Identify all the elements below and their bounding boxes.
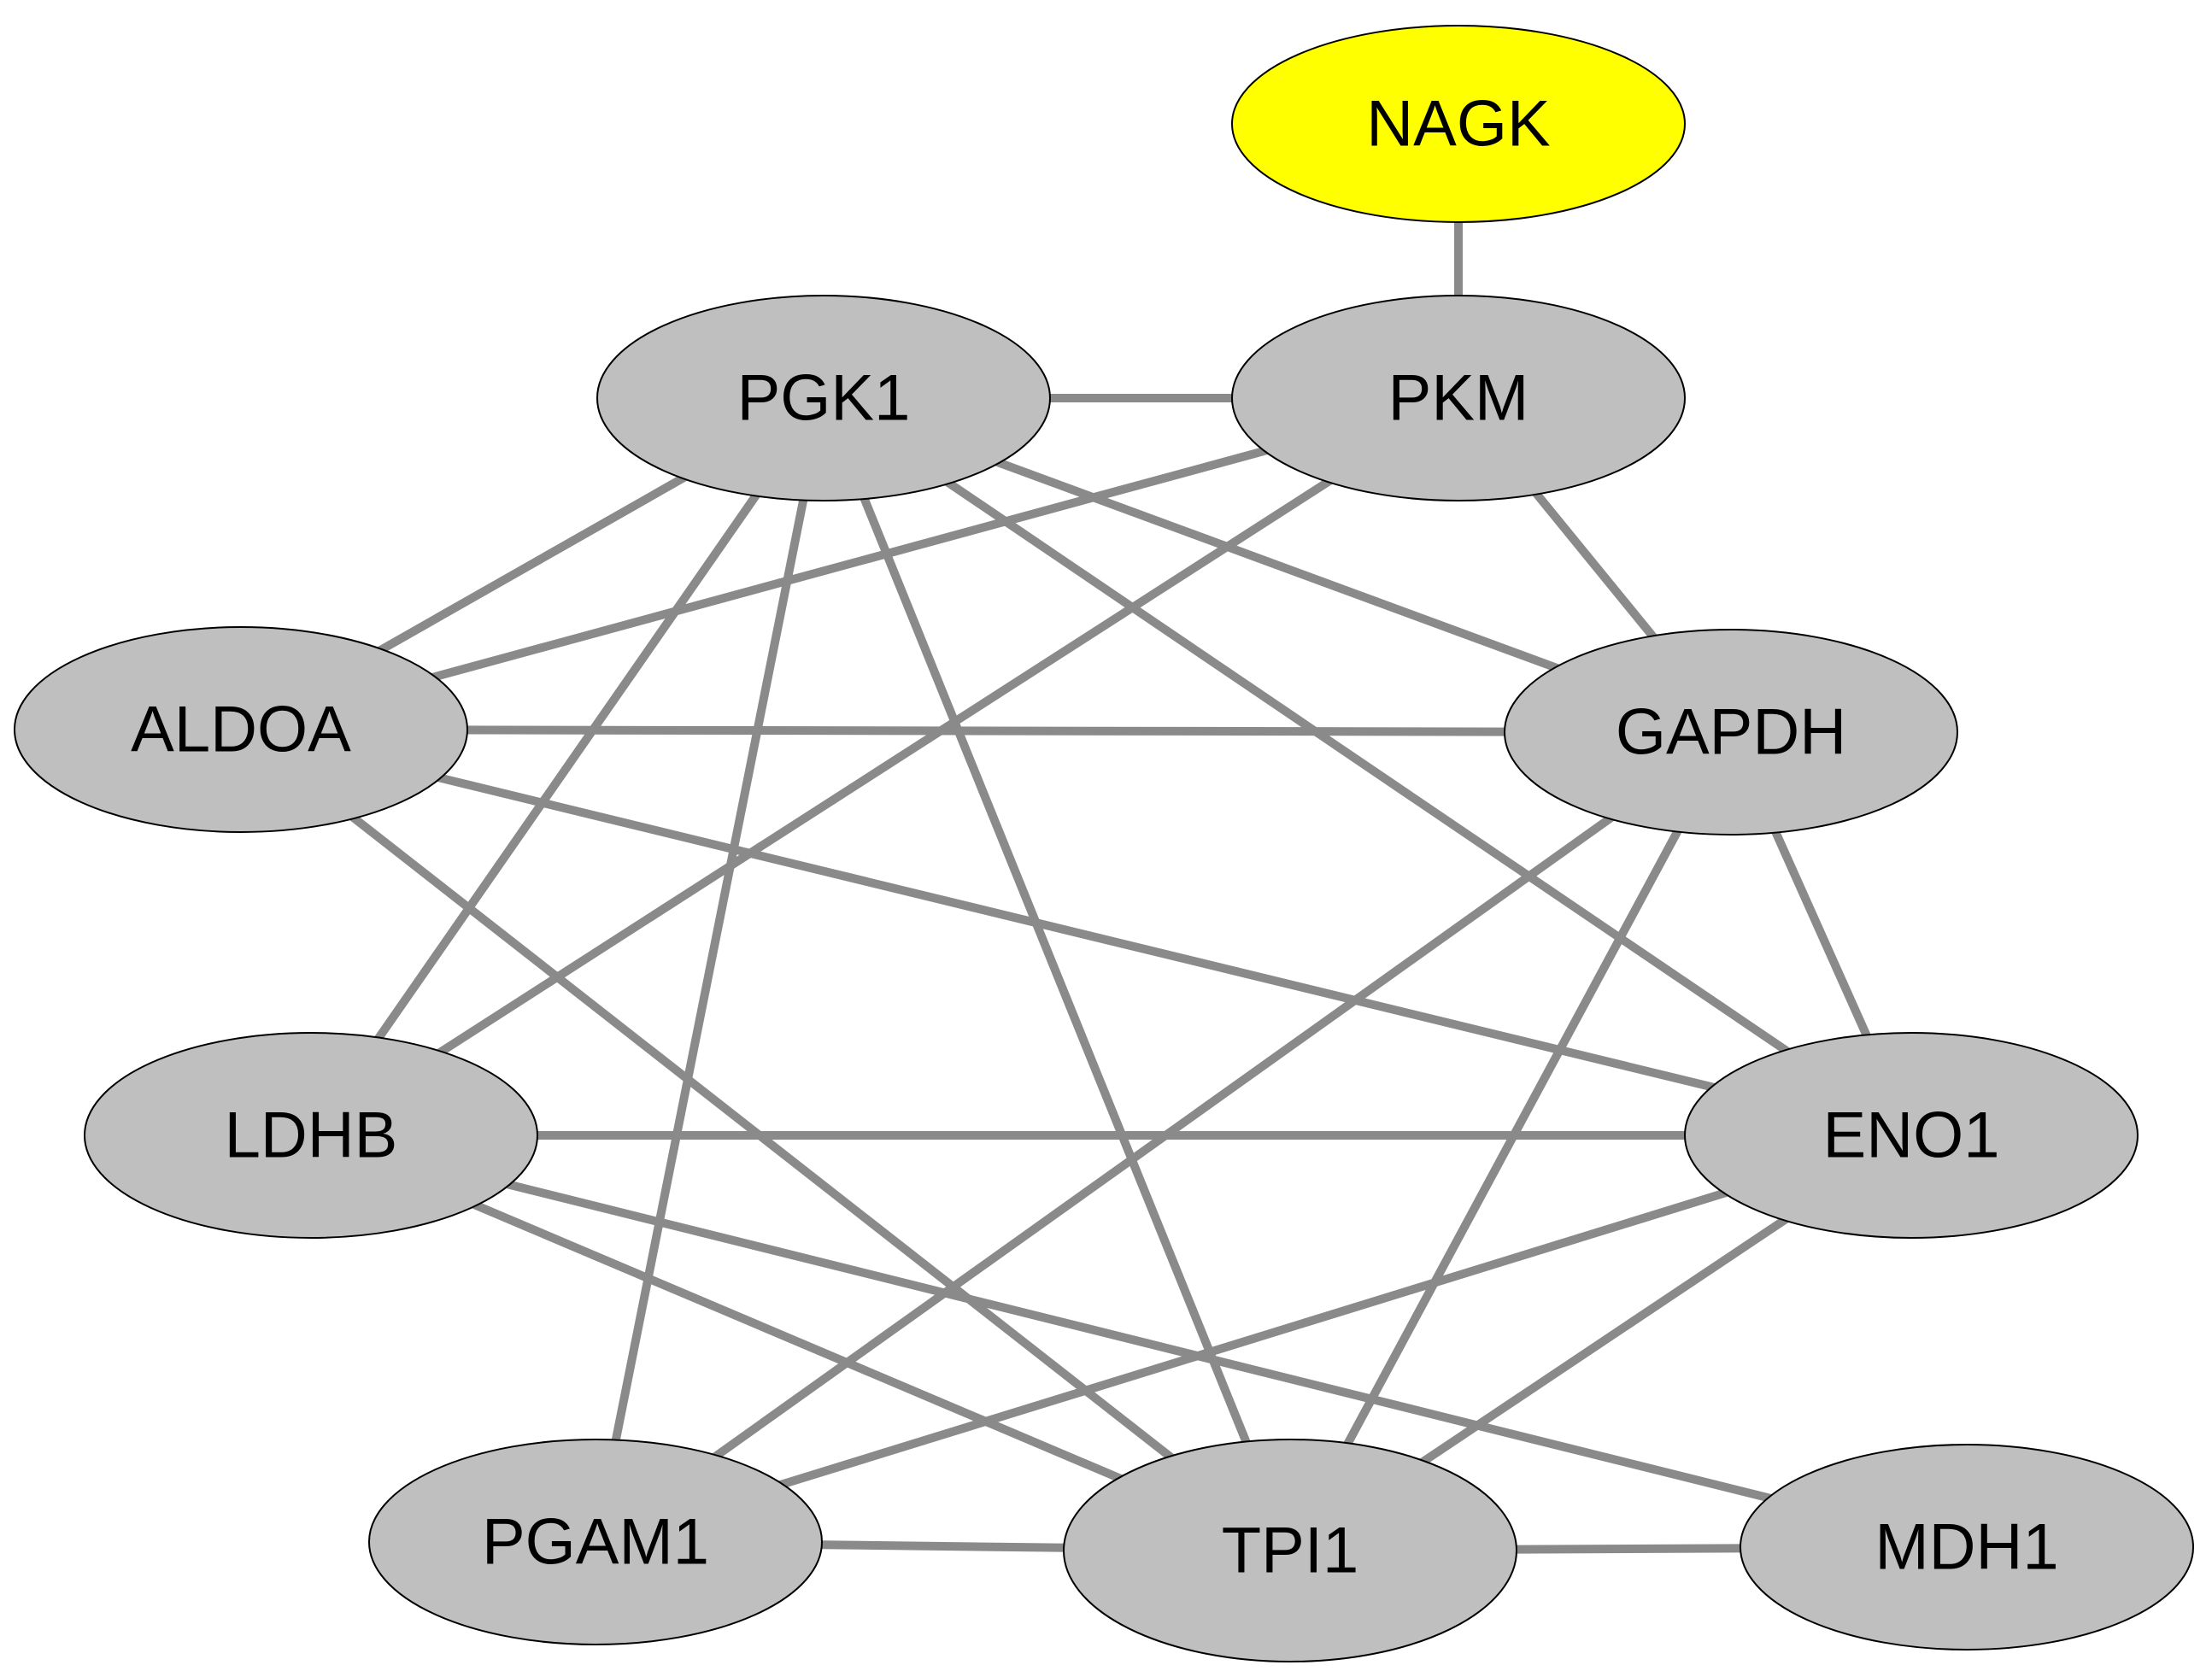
node-nagk-label: NAGK [1366, 88, 1550, 161]
node-gapdh-label: GAPDH [1616, 696, 1846, 769]
node-tpi1-label: TPI1 [1222, 1515, 1359, 1587]
node-pkm: PKM [1231, 295, 1686, 501]
node-eno1-ellipse [1684, 1032, 2139, 1239]
node-ldhb-label: LDHB [225, 1099, 398, 1172]
node-pgam1-label: PGAM1 [482, 1506, 709, 1579]
edge-ldhb-mdh1 [309, 1131, 1969, 1551]
node-pgam1-ellipse [368, 1439, 823, 1645]
edge-aldoa-gapdh [240, 725, 1732, 736]
node-ldhb-ellipse [84, 1032, 538, 1239]
node-eno1: ENO1 [1684, 1032, 2139, 1239]
edge-aldoa-eno1 [239, 725, 1913, 1140]
node-pgam1: PGAM1 [368, 1439, 823, 1645]
node-tpi1: TPI1 [1063, 1439, 1517, 1662]
node-nagk: NAGK [1231, 25, 1686, 223]
node-pkm-ellipse [1231, 295, 1686, 501]
node-pgk1-label: PGK1 [737, 362, 911, 435]
edge-aldoa-tpi1 [238, 726, 1294, 1554]
node-mdh1-label: MDH1 [1875, 1511, 2058, 1584]
node-gapdh: GAPDH [1504, 629, 1958, 836]
node-pgk1: PGK1 [596, 295, 1051, 501]
node-aldoa-ellipse [14, 626, 468, 833]
node-nagk-ellipse [1231, 25, 1686, 223]
node-tpi1-ellipse [1063, 1439, 1517, 1662]
edge-eno1-pgam1 [594, 1131, 1913, 1546]
edge-gapdh-tpi1 [1286, 730, 1735, 1553]
node-aldoa: ALDOA [14, 626, 468, 833]
edge-pgk1-pgam1 [591, 397, 828, 1543]
node-pkm-label: PKM [1388, 362, 1529, 435]
edge-pkm-aldoa [239, 394, 1460, 734]
node-aldoa-label: ALDOA [131, 694, 351, 766]
node-pgk1-ellipse [596, 295, 1051, 501]
node-mdh1: MDH1 [1740, 1444, 2194, 1650]
node-eno1-label: ENO1 [1823, 1099, 2000, 1172]
edges-layer [238, 124, 1969, 1555]
edge-pgk1-tpi1 [819, 396, 1294, 1552]
node-mdh1-ellipse [1740, 1444, 2194, 1650]
edge-pkm-ldhb [308, 394, 1461, 1140]
edge-pgk1-ldhb [307, 396, 828, 1138]
node-ldhb: LDHB [84, 1032, 538, 1239]
node-gapdh-ellipse [1504, 629, 1958, 836]
